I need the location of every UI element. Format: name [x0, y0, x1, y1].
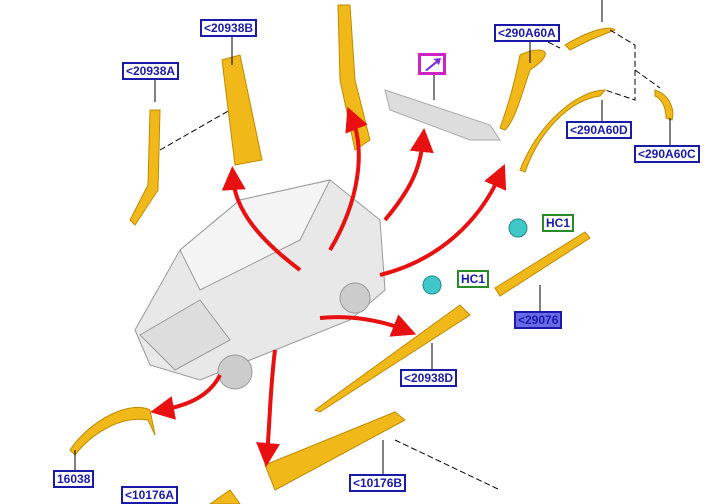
- clips: [422, 218, 528, 295]
- magenta-reference-box[interactable]: [418, 53, 446, 75]
- callout-10176B[interactable]: <10176B: [349, 474, 407, 492]
- callout-20938D[interactable]: <20938D: [400, 369, 458, 387]
- callout-290A60C[interactable]: <290A60C: [634, 145, 700, 163]
- callout-20938B[interactable]: <20938B: [200, 19, 258, 37]
- yellow-parts: [69, 4, 674, 504]
- callout-20938A[interactable]: <20938A: [122, 62, 180, 80]
- callout-10176A[interactable]: <10176A: [121, 486, 179, 504]
- grey-bracket: [384, 89, 501, 141]
- callout-290A60A[interactable]: <290A60A: [494, 24, 560, 42]
- dashed-lines: [159, 29, 661, 491]
- callout-290A60D[interactable]: <290A60D: [566, 121, 632, 139]
- callout-29076[interactable]: <29076: [514, 311, 563, 329]
- leader-lines: [74, 0, 671, 474]
- callout-hc1-upper[interactable]: HC1: [542, 214, 575, 232]
- arrow-up-right-icon: [425, 58, 441, 71]
- callout-hc1-lower[interactable]: HC1: [457, 270, 490, 288]
- van-illustration: [134, 179, 386, 390]
- callout-16038[interactable]: 16038: [53, 470, 95, 488]
- red-arrows: [150, 106, 507, 467]
